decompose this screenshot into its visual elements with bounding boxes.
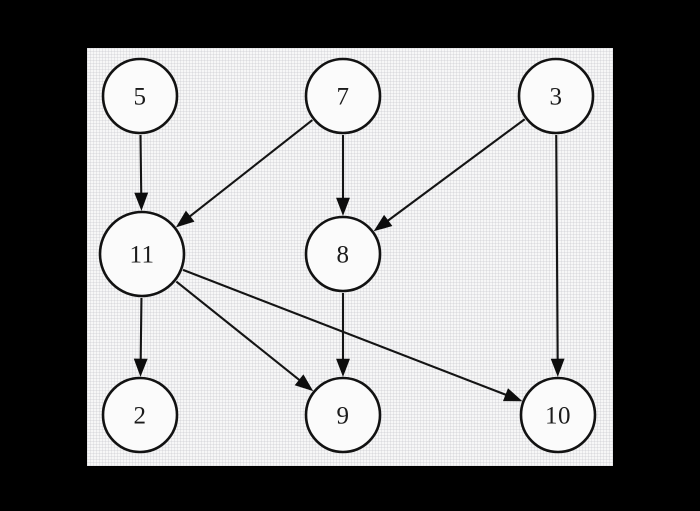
graph-svg: 5 7 3 11 8 2 9 10 <box>98 57 597 454</box>
node-circle-8[interactable] <box>304 215 382 293</box>
node-circle-11[interactable] <box>98 210 186 298</box>
node-circle-9[interactable] <box>304 376 382 454</box>
arrowhead-icon-8-to-9 <box>336 358 350 377</box>
edges-layer <box>133 118 565 402</box>
node-circle-5[interactable] <box>101 57 179 135</box>
graph-canvas: 5 7 3 11 8 2 9 10 <box>87 48 613 466</box>
arrowhead-icon-11-to-9 <box>294 374 314 392</box>
graph-edge-7-to-11 <box>189 119 313 218</box>
node-label-3: 3 <box>550 84 563 111</box>
node-label-2: 2 <box>134 403 147 430</box>
arrowhead-icon-7-to-11 <box>175 210 195 228</box>
arrowhead-icon-11-to-2 <box>133 358 148 377</box>
node-label-10: 10 <box>545 403 571 430</box>
graph-edge-3-to-10 <box>555 134 559 360</box>
graph-edge-11-to-9 <box>175 280 300 381</box>
graph-edge-3-to-8 <box>387 118 526 222</box>
node-circle-7[interactable] <box>304 57 382 135</box>
graph-node-5[interactable]: 5 <box>101 57 179 135</box>
arrowhead-icon-3-to-8 <box>373 214 393 232</box>
graph-node-8[interactable]: 8 <box>304 215 382 293</box>
graph-node-3[interactable]: 3 <box>517 57 595 135</box>
graph-edge-11-to-2 <box>139 297 143 360</box>
node-label-9: 9 <box>337 403 350 430</box>
graph-node-2[interactable]: 2 <box>101 376 179 454</box>
graph-node-11[interactable]: 11 <box>98 210 186 298</box>
node-circle-2[interactable] <box>101 376 179 454</box>
arrowhead-icon-11-to-10 <box>502 388 523 402</box>
node-label-11: 11 <box>129 242 154 269</box>
graph-edge-11-to-10 <box>182 268 507 396</box>
graph-node-10[interactable]: 10 <box>519 376 597 454</box>
node-circle-3[interactable] <box>517 57 595 135</box>
graph-edge-5-to-11 <box>139 134 143 194</box>
node-label-7: 7 <box>337 84 350 111</box>
node-label-8: 8 <box>337 242 350 269</box>
graph-node-9[interactable]: 9 <box>304 376 382 454</box>
nodes-layer: 5 7 3 11 8 2 9 10 <box>98 57 597 454</box>
arrowhead-icon-5-to-11 <box>134 192 149 211</box>
node-label-5: 5 <box>134 84 147 111</box>
node-circle-10[interactable] <box>519 376 597 454</box>
graph-node-7[interactable]: 7 <box>304 57 382 135</box>
arrowhead-icon-3-to-10 <box>550 358 565 377</box>
arrowhead-icon-7-to-8 <box>336 197 350 216</box>
